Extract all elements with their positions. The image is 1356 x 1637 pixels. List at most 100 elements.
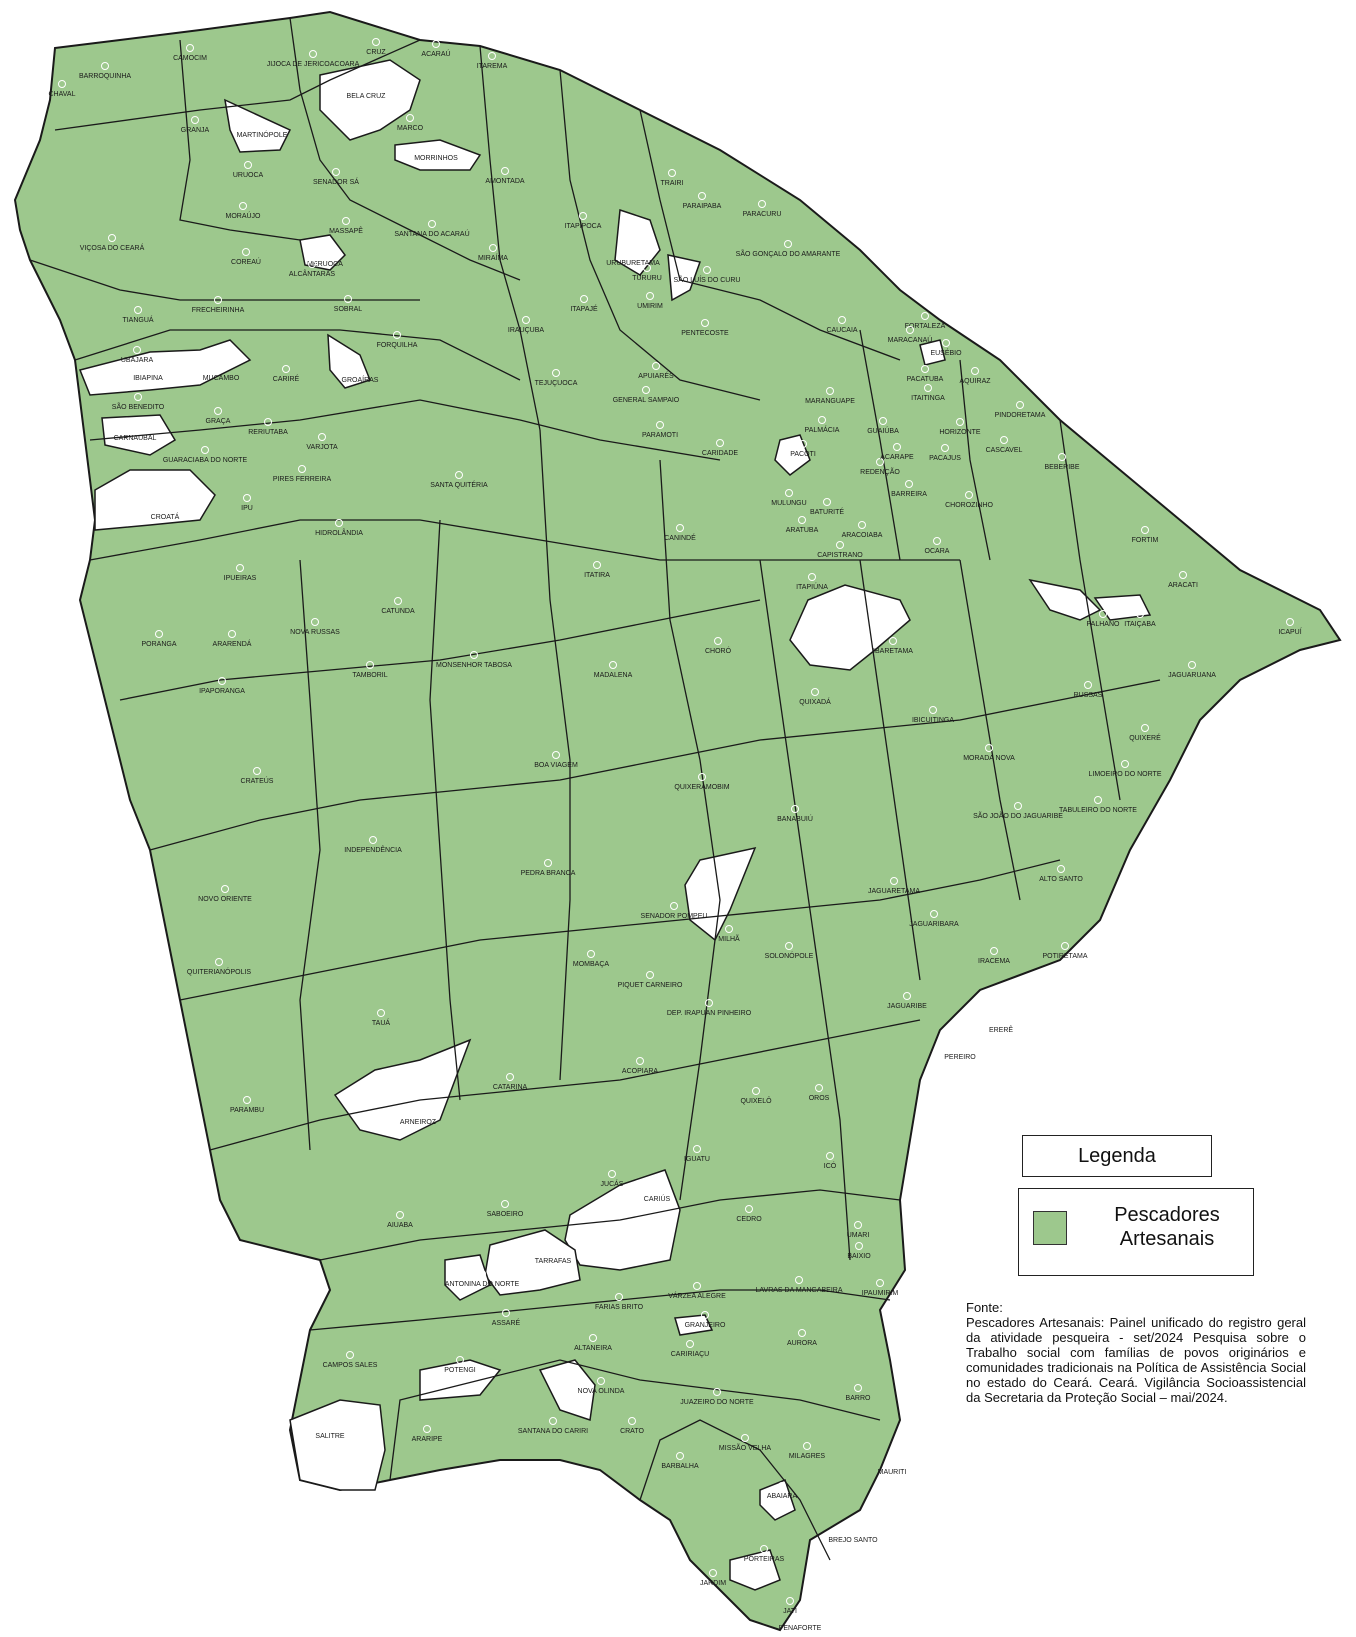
seat-marker-hidrolandia: [335, 519, 343, 527]
label-forquilha: FORQUILHA: [377, 342, 418, 349]
seat-marker-tejucuoca: [552, 369, 560, 377]
label-barreira: BARREIRA: [891, 491, 927, 498]
seat-marker-sao-joao-do-jaguaribe: [1014, 802, 1022, 810]
seat-marker-paracuru: [758, 200, 766, 208]
seat-marker-limoeiro-do-norte: [1121, 760, 1129, 768]
label-itarema: ITAREMA: [477, 63, 508, 70]
seat-marker-crato: [628, 1417, 636, 1425]
seat-marker-chaval: [58, 80, 66, 88]
area-pacoti: [774, 434, 811, 476]
label-caucaia: CAUCAIA: [826, 327, 857, 334]
label-maranguape: MARANGUAPE: [805, 398, 855, 405]
label-parambu: PARAMBU: [230, 1107, 264, 1114]
seat-marker-mulungu: [785, 489, 793, 497]
label-banabuiu: BANABUIÚ: [777, 814, 813, 823]
seat-marker-choro: [714, 637, 722, 645]
label-fortaleza: FORTALEZA: [905, 323, 946, 330]
seat-marker-trairi: [668, 169, 676, 177]
label-oros: OROS: [809, 1095, 830, 1102]
label-limoeiro-do-norte: LIMOEIRO DO NORTE: [1089, 771, 1162, 778]
seat-marker-taua: [377, 1009, 385, 1017]
seat-marker-morada-nova: [985, 744, 993, 752]
label-jucas: JUCÁS: [601, 1179, 624, 1188]
seat-marker-baturite: [823, 498, 831, 506]
seat-marker-saboeiro: [501, 1200, 509, 1208]
label-baturite: BATURITÉ: [810, 507, 844, 516]
seat-marker-santa-quiteria: [455, 471, 463, 479]
seat-marker-iguatu: [693, 1145, 701, 1153]
seat-marker-itapipoca: [579, 212, 587, 220]
label-iraucuba: IRAUÇUBA: [508, 327, 545, 334]
seat-marker-itapaje: [580, 295, 588, 303]
seat-marker-beberibe: [1058, 453, 1066, 461]
label-jaguaribara: JAGUARIBARA: [909, 921, 959, 928]
legend-box: Pescadores Artesanais: [1018, 1188, 1254, 1276]
label-ocara: OCARA: [925, 548, 950, 555]
seat-marker-lavras-da-mangabeira: [795, 1276, 803, 1284]
label-frecheirinha: FRECHEIRINHA: [192, 307, 245, 314]
seat-marker-pacajus: [941, 444, 949, 452]
seat-marker-granja: [191, 116, 199, 124]
seat-marker-carire: [282, 365, 290, 373]
label-pacatuba: PACATUBA: [907, 376, 944, 383]
seat-marker-aracoiaba: [858, 521, 866, 529]
seat-marker-massape: [342, 217, 350, 225]
seat-marker-milagres: [803, 1442, 811, 1450]
label-maracanau: MARACANAÚ: [888, 335, 933, 344]
label-marco: MARCO: [397, 125, 424, 132]
area-abaiara: [759, 1479, 796, 1521]
label-acopiara: ACOPIARA: [622, 1068, 659, 1075]
label-varzea-alegre: VÁRZEA ALEGRE: [668, 1291, 726, 1300]
label-horizonte: HORIZONTE: [939, 429, 981, 436]
seat-marker-mombaca: [587, 950, 595, 958]
label-pentecoste: PENTECOSTE: [681, 330, 729, 337]
seat-marker-martinopole: [258, 121, 266, 129]
label-antonina-do-norte: ANTONINA DO NORTE: [445, 1281, 520, 1288]
area-eusebio: [919, 339, 946, 366]
seat-marker-caridade: [716, 439, 724, 447]
label-sao-goncalo-do-amarante: SÃO GONÇALO DO AMARANTE: [736, 249, 841, 258]
label-acarau: ACARAÚ: [421, 49, 450, 58]
label-granjeiro: GRANJEIRO: [685, 1322, 726, 1329]
label-caridade: CARIDADE: [702, 450, 739, 457]
label-alcantaras: ALCÂNTARAS: [289, 269, 335, 278]
seat-marker-mauriti: [888, 1458, 896, 1466]
label-iracema: IRACEMA: [978, 958, 1010, 965]
seat-marker-ubajara: [133, 346, 141, 354]
label-tejucuoca: TEJUÇUOCA: [535, 380, 578, 387]
label-quixelo: QUIXELÔ: [740, 1096, 772, 1105]
label-apuiares: APUIARÉS: [638, 371, 674, 380]
seat-marker-ibicuitinga: [929, 706, 937, 714]
label-itaitinga: ITAITINGA: [911, 395, 945, 402]
label-itaicaba: ITAIÇABA: [1124, 621, 1156, 628]
label-cascavel: CASCAVEL: [986, 447, 1023, 454]
label-quixeramobim: QUIXERAMOBIM: [674, 784, 729, 791]
label-sao-luis-do-curu: SÃO LUÍS DO CURU: [674, 275, 741, 284]
label-penaforte: PENAFORTE: [779, 1625, 822, 1632]
label-ararenda: ARARENDÁ: [213, 639, 252, 648]
seat-marker-carius: [653, 1185, 661, 1193]
label-general-sampaio: GENERAL SAMPAIO: [613, 397, 680, 404]
label-saboeiro: SABOEIRO: [487, 1211, 524, 1218]
label-tabuleiro-do-norte: TABULEIRO DO NORTE: [1059, 807, 1137, 814]
seat-marker-caninde: [676, 524, 684, 532]
label-santana-do-cariri: SANTANA DO CARIRI: [518, 1428, 588, 1435]
label-potengi: POTENGI: [444, 1367, 476, 1374]
seat-marker-maranguape: [826, 387, 834, 395]
label-abaiara: ABAIARA: [767, 1493, 798, 1500]
seat-marker-frecheirinha: [214, 296, 222, 304]
seat-marker-moraujo: [239, 202, 247, 210]
seat-marker-guaiuba: [879, 417, 887, 425]
seat-marker-crateus: [253, 767, 261, 775]
seat-marker-itarema: [488, 52, 496, 60]
label-coreau: COREAÚ: [231, 257, 261, 266]
label-iguatu: IGUATU: [684, 1156, 710, 1163]
label-quixere: QUIXERÉ: [1129, 733, 1161, 742]
seat-marker-jucas: [608, 1170, 616, 1178]
label-santana-do-acarau: SANTANA DO ACARAÚ: [394, 229, 469, 238]
seat-marker-aracati: [1179, 571, 1187, 579]
seat-marker-itaicaba: [1136, 610, 1144, 618]
area-salitre: [289, 1399, 386, 1491]
label-pedra-branca: PEDRA BRANCA: [521, 870, 576, 877]
seat-marker-assare: [502, 1309, 510, 1317]
